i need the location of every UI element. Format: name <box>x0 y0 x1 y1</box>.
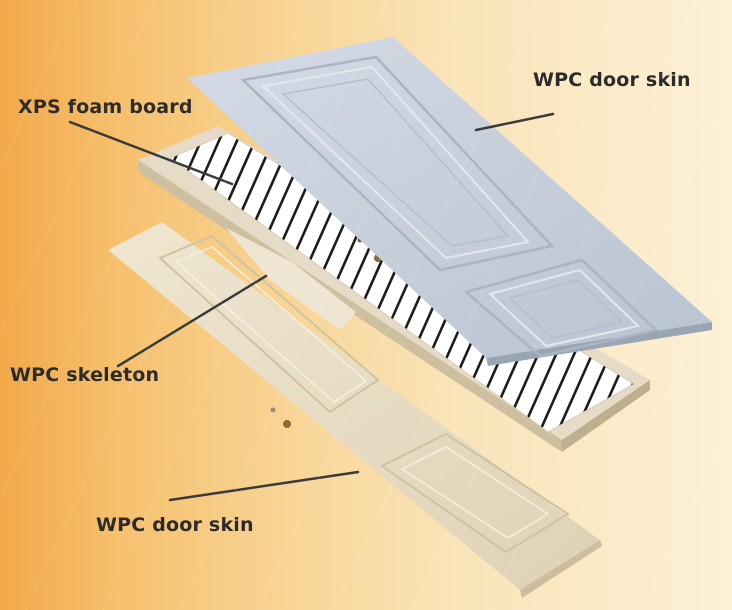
leader-line-xps <box>68 120 234 186</box>
label-top-wpc-door-skin: WPC door skin <box>533 69 691 91</box>
foam-stripe <box>506 322 590 432</box>
leader-lines <box>68 112 555 502</box>
top-skin-panel-lower-inner <box>487 268 641 348</box>
top-skin-panel-lower-bevel <box>508 279 624 339</box>
foam-outline <box>168 132 635 433</box>
top-skin-panel-upper-bevel <box>281 78 510 247</box>
hinge-hole <box>283 420 291 428</box>
top-skin-panel-lower <box>463 258 659 358</box>
bottom-skin-panel-lower-inner <box>400 446 550 539</box>
label-wpc-skeleton: WPC skeleton <box>10 364 160 386</box>
top-skin-panel-upper <box>240 55 555 272</box>
skeleton-end-edge <box>562 380 650 452</box>
bottom-skin-panel-lower <box>380 432 570 554</box>
skeleton-lock-block <box>226 228 356 330</box>
skeleton-side-edge <box>138 160 562 452</box>
foam-stripe <box>548 349 632 432</box>
bottom-skin-panel-upper <box>158 234 380 414</box>
foam-stripe <box>520 331 604 432</box>
label-xps-foam-board: XPS foam board <box>18 96 193 118</box>
leader-line-bottom-skin <box>168 470 360 502</box>
bottom-skin-panel <box>108 222 600 590</box>
label-bottom-wpc-door-skin: WPC door skin <box>96 514 254 536</box>
top-skin-panel <box>187 37 712 358</box>
top-door-skin <box>187 37 712 366</box>
hinge-hole <box>270 407 276 413</box>
bottom-skin-panel-upper-inner <box>174 246 368 403</box>
leader-line-top-skin <box>474 112 555 132</box>
bottom-door-skin <box>108 222 602 598</box>
bottom-skin-edge <box>520 540 602 598</box>
leader-line-skeleton <box>116 274 268 368</box>
top-skin-panel-upper-inner <box>260 65 530 260</box>
